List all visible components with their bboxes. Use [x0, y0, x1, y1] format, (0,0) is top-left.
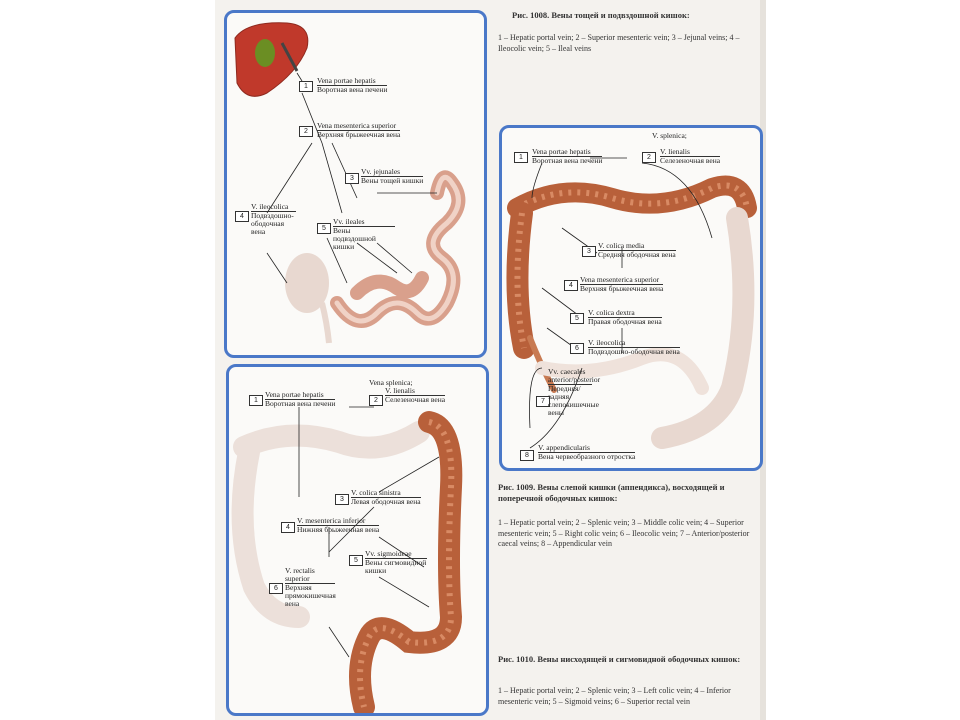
label-superior-rectal-vein: V. rectalis superior Верхняя прямокишечн… — [285, 566, 336, 608]
label-russian: Верхняя прямокишечная вена — [285, 583, 336, 608]
label-latin: V. lienalis — [660, 147, 690, 156]
label-number: 1 — [249, 395, 263, 406]
label-number: 1 — [299, 81, 313, 92]
label-latin: V. lienalis — [385, 386, 415, 395]
label-russian: Вены подвздошной кишки — [333, 226, 395, 251]
label-number: 8 — [520, 450, 534, 461]
label-latin: Vv. jejunales — [361, 167, 401, 176]
figure-1010-illustration — [231, 406, 463, 713]
label-latin: V. appendicularis — [538, 443, 590, 452]
label-portal-vein: Vena portae hepatis Воротная вена печени — [265, 390, 336, 408]
figure-1008-illustration — [234, 22, 466, 344]
label-sigmoid-veins: Vv. sigmoideae Вены сигмовидной кишки — [365, 550, 427, 575]
label-russian: Воротная вена печени — [317, 85, 388, 94]
label-russian: Селезеночная вена — [660, 156, 721, 165]
label-number: 4 — [281, 522, 295, 533]
label-russian: Левая ободочная вена — [351, 497, 421, 506]
label-russian: Вена червеобразного отростка — [538, 452, 636, 461]
label-number: 4 — [564, 280, 578, 291]
label-latin: V. ileocolica — [588, 338, 626, 347]
figure-1010-panel: 1 Vena portae hepatis Воротная вена пече… — [226, 364, 489, 716]
label-number: 2 — [299, 126, 313, 137]
label-latin: V. colica media — [598, 241, 645, 250]
label-portal-vein: Vena portae hepatis Воротная вена печени — [317, 76, 388, 94]
label-number: 5 — [317, 223, 331, 234]
label-russian: Селезеночная вена — [385, 395, 446, 404]
figure-1008-panel: 1 Vena portae hepatis Воротная вена пече… — [224, 10, 487, 358]
label-latin: Vena mesenterica superior — [317, 121, 397, 130]
label-number: 7 — [536, 396, 550, 407]
label-number: 5 — [349, 555, 363, 566]
label-latin: V. rectalis superior — [285, 566, 315, 583]
label-number: 3 — [345, 173, 359, 184]
label-latin: V. colica dextra — [588, 308, 635, 317]
label-number: 3 — [582, 246, 596, 257]
label-right-colic-vein: V. colica dextra Правая ободочная вена — [588, 309, 662, 326]
label-number: 6 — [570, 343, 584, 354]
label-russian: Верхняя брыжеечная вена — [317, 130, 401, 139]
label-splenic-alt: V. splenica; — [652, 131, 687, 140]
label-jejunal-veins: Vv. jejunales Вены тощей кишки — [361, 167, 424, 185]
figure-1008-title: Рис. 1008. Вены тощей и подвздошной кишо… — [512, 10, 690, 20]
label-latin: Vena mesenterica superior — [580, 275, 660, 284]
label-superior-mesenteric-vein: Vena mesenterica superior Верхняя брыжее… — [580, 275, 664, 293]
label-russian: Передняя/задняя слепокишечные вены — [548, 384, 599, 417]
label-latin: Vv. ileales — [333, 217, 365, 226]
label-latin: Vena portae hepatis — [317, 76, 376, 85]
label-russian: Воротная вена печени — [265, 399, 336, 408]
label-superior-mesenteric-vein: Vena mesenterica superior Верхняя брыжее… — [317, 121, 401, 139]
label-russian: Подвздошно-ободочная вена — [588, 347, 680, 356]
label-latin: V. colica sinistra — [351, 488, 401, 497]
label-splenic-vein: V. lienalis Селезеночная вена — [660, 147, 721, 165]
label-number: 2 — [642, 152, 656, 163]
label-latin: V. ileocolica — [251, 202, 289, 211]
label-ileocolic-vein: V. ileocolica Подвздошно-ободочная вена — [251, 203, 296, 236]
label-number: 2 — [369, 395, 383, 406]
label-splenic-vein: V. lienalis Селезеночная вена — [385, 386, 446, 404]
label-russian: Вены сигмовидной кишки — [365, 558, 427, 575]
label-latin: Vena portae hepatis — [532, 147, 591, 156]
label-latin: Vv. sigmoideae — [365, 549, 412, 558]
label-russian: Нижняя брыжеечная вена — [297, 525, 380, 534]
label-russian: Вены тощей кишки — [361, 176, 424, 185]
label-middle-colic-vein: V. colica media Средняя ободочная вена — [598, 242, 676, 259]
label-russian: Воротная вена печени — [532, 156, 603, 165]
gallbladder — [255, 39, 275, 67]
label-left-colic-vein: V. colica sinistra Левая ободочная вена — [351, 489, 421, 506]
page-edge — [760, 0, 766, 720]
label-number: 6 — [269, 583, 283, 594]
label-russian: Правая ободочная вена — [588, 317, 662, 326]
figure-1010-legend: 1 – Hepatic portal vein; 2 – Splenic vei… — [498, 686, 731, 706]
label-number: 1 — [514, 152, 528, 163]
label-appendicular-vein: V. appendicularis Вена червеобразного от… — [538, 443, 636, 461]
label-caecal-veins: Vv. caecales anterior/posterior Передняя… — [548, 367, 601, 417]
figure-1009-title: Рис. 1009. Вены слепой кишки (аппендикса… — [498, 482, 725, 503]
label-ileal-veins: Vv. ileales Вены подвздошной кишки — [333, 218, 395, 251]
label-number: 4 — [235, 211, 249, 222]
label-inferior-mesenteric-vein: V. mesenterica inferior Нижняя брыжеечна… — [297, 516, 380, 534]
label-latin: V. mesenterica inferior — [297, 516, 366, 525]
label-number: 5 — [570, 313, 584, 324]
label-ileocolic-vein: V. ileocolica Подвздошно-ободочная вена — [588, 339, 680, 356]
label-russian: Подвздошно-ободочная вена — [251, 211, 296, 236]
label-splenic-alt: Vena splenica; — [369, 378, 413, 387]
figure-1010-title: Рис. 1010. Вены нисходящей и сигмовидной… — [498, 654, 741, 664]
figure-1009-illustration — [506, 157, 757, 449]
label-latin: Vena portae hepatis — [265, 390, 324, 399]
label-number: 3 — [335, 494, 349, 505]
figure-1009-legend: 1 – Hepatic portal vein; 2 – Splenic vei… — [498, 518, 750, 548]
label-russian: Верхняя брыжеечная вена — [580, 284, 664, 293]
label-latin: Vv. caecales anterior/posterior — [548, 367, 601, 384]
figure-1008-legend: 1 – Hepatic portal vein; 2 – Superior me… — [498, 33, 740, 53]
label-russian: Средняя ободочная вена — [598, 250, 676, 259]
figure-1009-panel: V. splenica; 1 Vena portae hepatis Ворот… — [499, 125, 763, 471]
label-portal-vein: Vena portae hepatis Воротная вена печени — [532, 147, 603, 165]
